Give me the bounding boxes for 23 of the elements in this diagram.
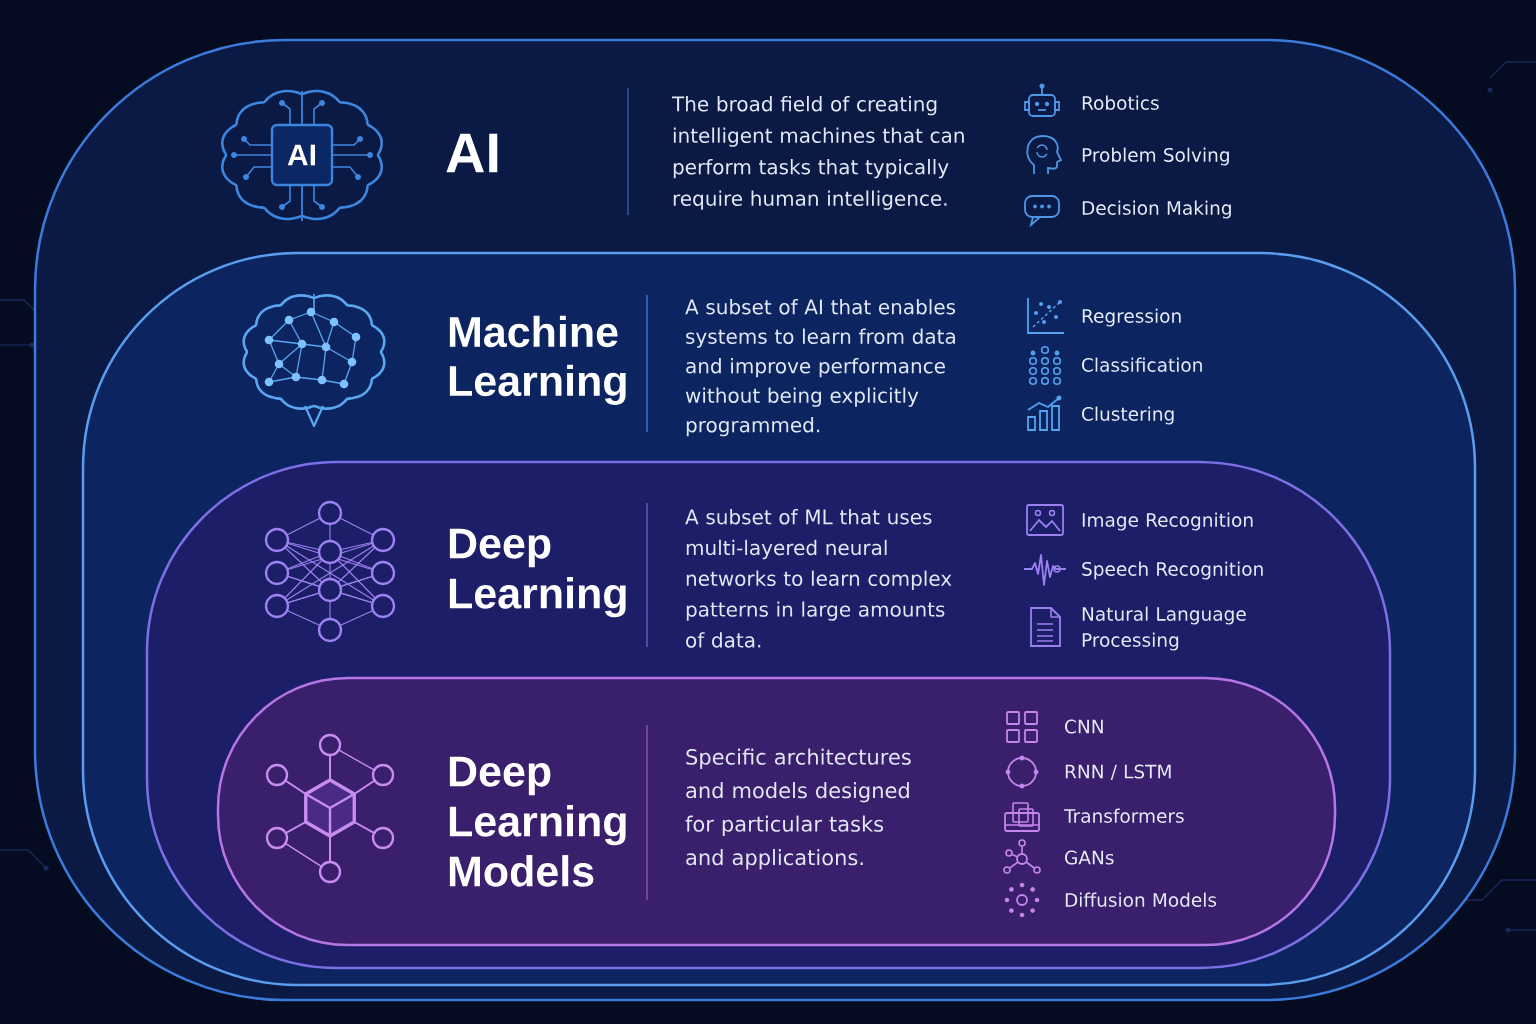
list-item: Clustering [1082,406,1174,425]
list-item: Diffusion Models [1065,892,1217,907]
list-item: Classification [1082,357,1202,372]
list-item: Problem Solving [1082,147,1229,166]
list-item: Image Recognition [1082,512,1253,531]
list-item: Natural Language Processing [1082,606,1246,651]
heading: Deep Learning [449,528,626,618]
description-text: A subset of AI that enables systems to learn from data and improve performance without being explicitly programmed. [685,299,956,437]
description-text: A subset of ML that uses multi-layered neural networks to learn complex patterns in large amounts of data. [685,509,952,648]
list-item: Transformers [1063,808,1184,823]
heading: AI [446,133,498,173]
description-text: Specific architectures and models designed for particular tasks and applications. [685,748,911,870]
description-text: The broad field of creating intelligent machines that can perform tasks that typically require human intelligence. [671,96,964,210]
heading: Deep Learning Models [449,756,626,887]
list-item: Decision Making [1082,200,1231,219]
list-item: RNN / LSTM [1065,764,1171,781]
list-item: CNN [1065,719,1103,734]
list-item: Regression [1082,308,1181,327]
list-item: GANs [1065,850,1114,865]
heading: Machine Learning [449,315,626,405]
chip-label: AI [287,144,315,166]
list-item: Robotics [1082,95,1159,110]
list-item: Speech Recognition [1082,561,1263,580]
